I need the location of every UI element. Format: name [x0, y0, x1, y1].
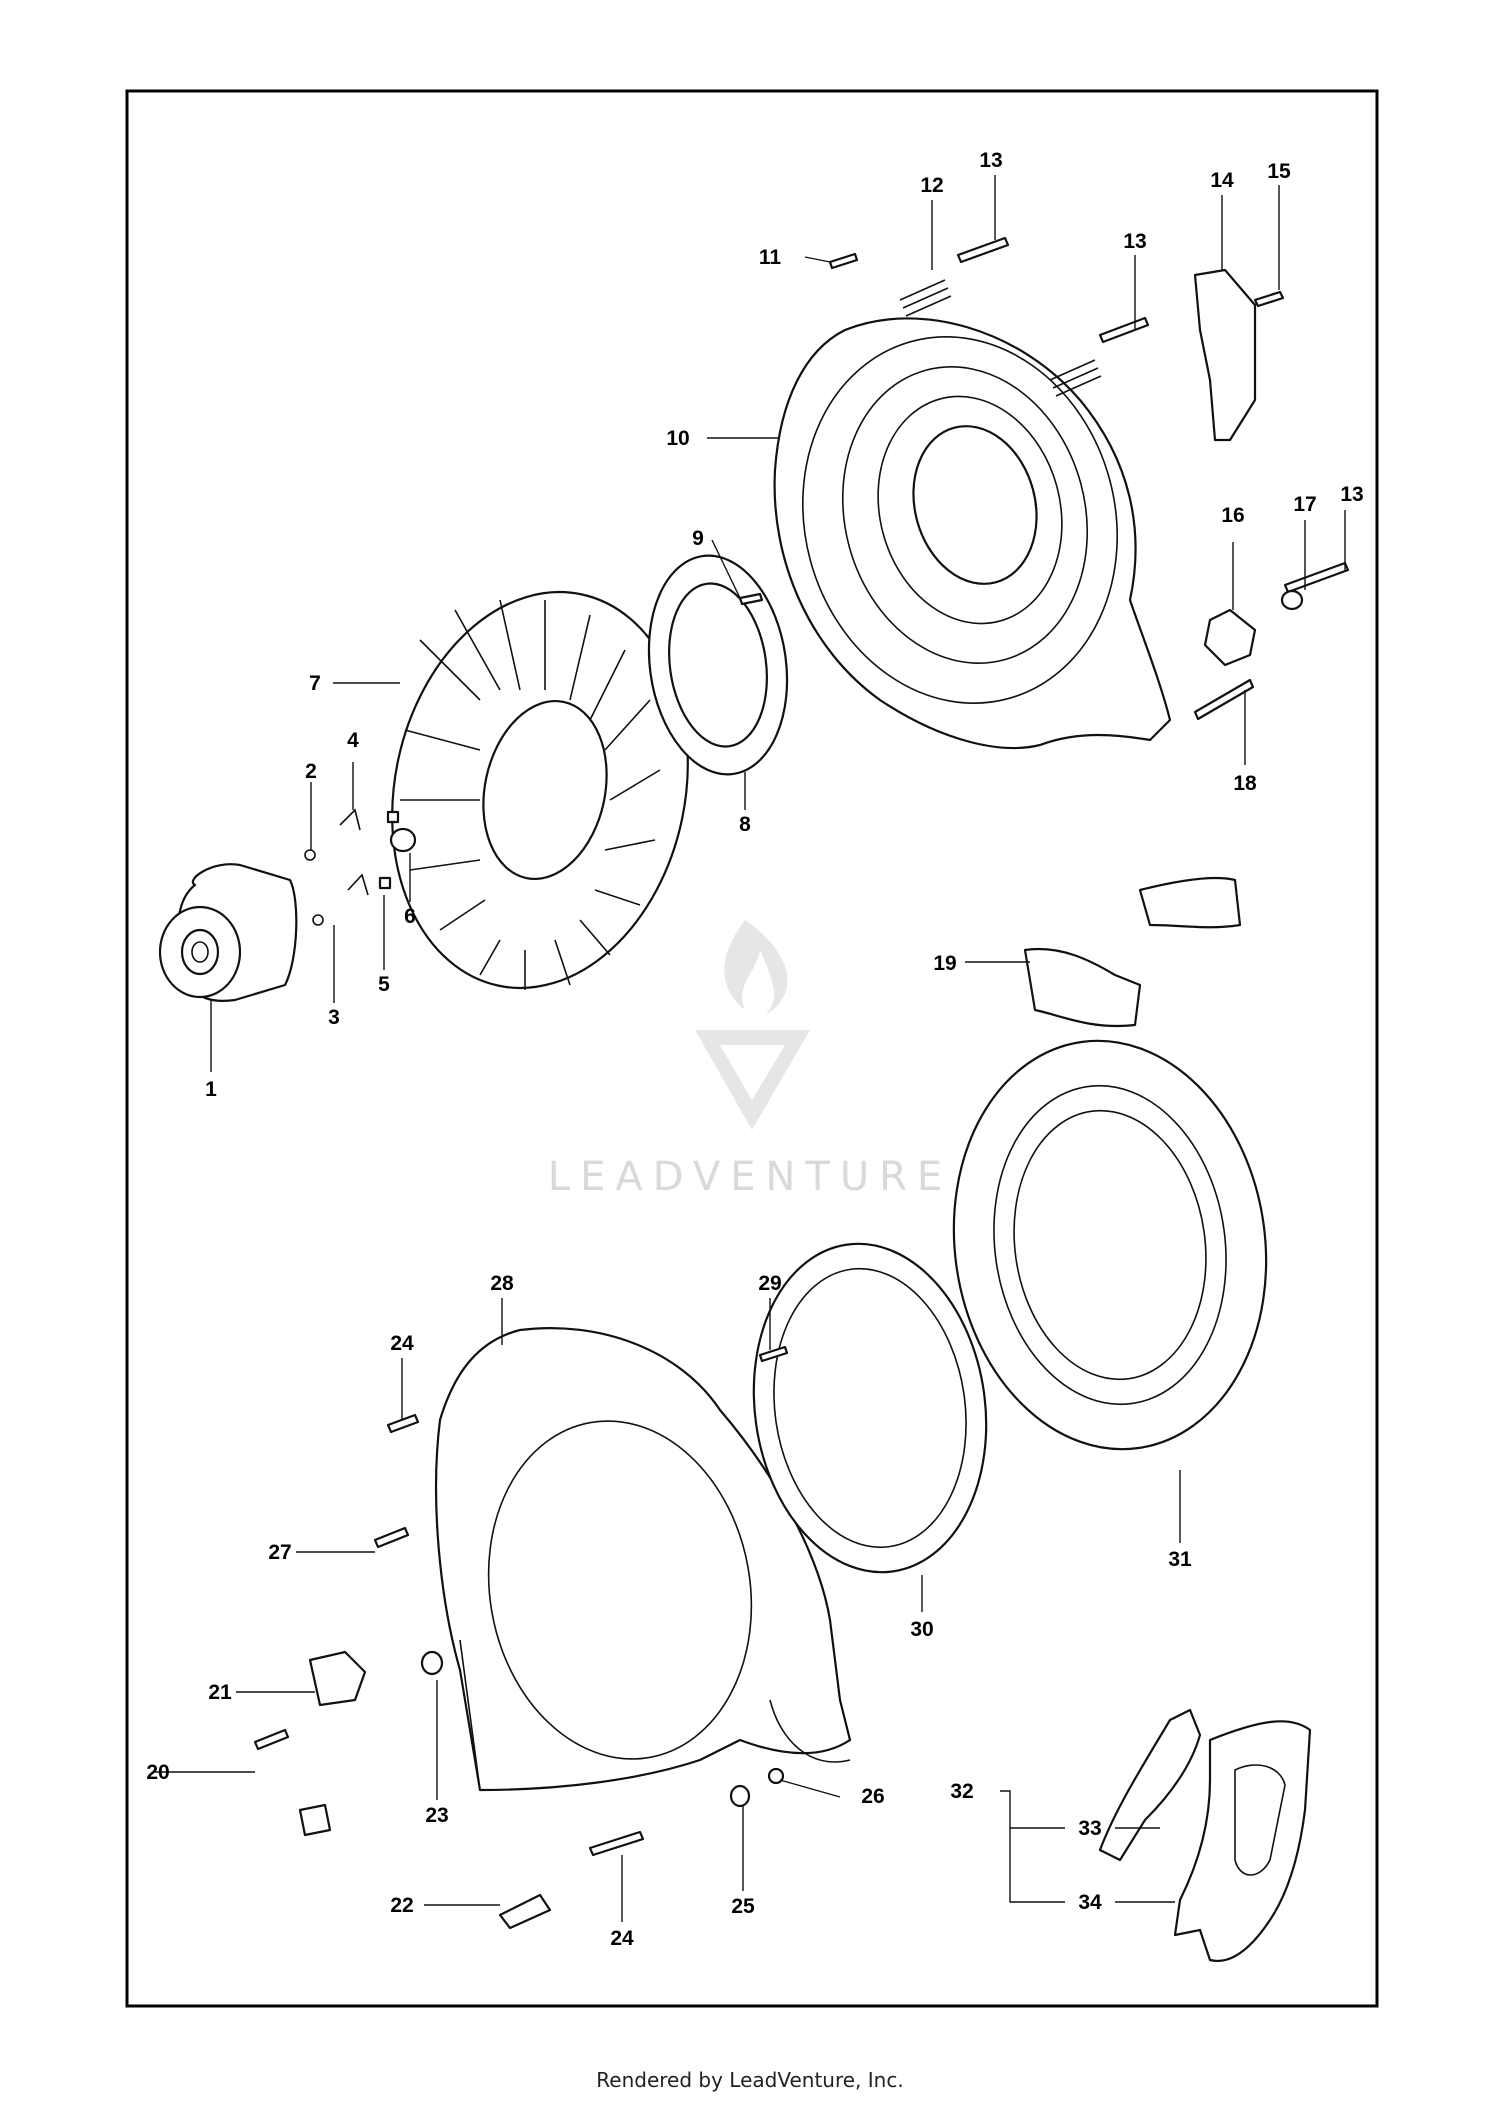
callout-32: 32 — [950, 1780, 973, 1803]
watermark-logo — [695, 920, 810, 1130]
callout-22: 22 — [390, 1894, 413, 1917]
callout-20: 20 — [146, 1761, 169, 1784]
part-28-blower-housing — [434, 1327, 852, 1792]
part-9-screw — [738, 592, 764, 606]
callout-27: 27 — [268, 1541, 291, 1564]
callout-13a: 13 — [979, 149, 1002, 172]
callout-7: 7 — [309, 672, 321, 695]
part-11-12-13-springs-screws — [828, 236, 1350, 594]
part-7-fan-impeller — [391, 590, 689, 990]
footer-credit: Rendered by LeadVenture, Inc. — [596, 2068, 904, 2092]
callout-23: 23 — [425, 1804, 448, 1827]
callout-30: 30 — [910, 1618, 933, 1641]
callout-9: 9 — [692, 527, 704, 550]
callout-34: 34 — [1078, 1891, 1102, 1914]
callout-26: 26 — [861, 1785, 884, 1808]
callout-31: 31 — [1168, 1548, 1192, 1571]
part-8-ring — [647, 554, 789, 776]
callout-18: 18 — [1233, 772, 1257, 795]
callout-4: 4 — [347, 729, 359, 752]
callout-13c: 13 — [1340, 483, 1363, 506]
callout-5: 5 — [378, 973, 390, 996]
callout-16: 16 — [1221, 504, 1244, 527]
part-1-hub — [158, 863, 298, 1002]
part-30-ring — [752, 1242, 988, 1574]
part-10-blower-cover — [773, 317, 1172, 750]
callout-1: 1 — [205, 1078, 217, 1101]
callout-21: 21 — [208, 1681, 232, 1704]
callout-3: 3 — [328, 1006, 340, 1029]
callout-2: 2 — [305, 760, 317, 783]
callout-17: 17 — [1293, 493, 1316, 516]
part-19-deflectors — [1023, 876, 1242, 1028]
part-14-15-trigger — [1193, 268, 1285, 442]
part-31-back-plate — [952, 1039, 1268, 1451]
callout-25: 25 — [731, 1895, 755, 1918]
callout-15: 15 — [1267, 160, 1291, 183]
leader-lines — [155, 175, 1346, 1922]
part-6-washer — [389, 827, 417, 853]
callout-28: 28 — [490, 1272, 514, 1295]
callout-12: 12 — [920, 174, 943, 197]
part-29-screw — [758, 1345, 789, 1363]
watermark-text: LEADVENTURE — [548, 1154, 952, 1200]
callout-10: 10 — [666, 427, 689, 450]
callout-13b: 13 — [1123, 230, 1146, 253]
lower-hardware — [253, 1413, 785, 1930]
callout-33: 33 — [1078, 1817, 1101, 1840]
diagram-frame — [125, 89, 1379, 2008]
callout-14: 14 — [1210, 169, 1234, 192]
part-32-guard-assembly — [1098, 1708, 1312, 1963]
callout-24b: 24 — [610, 1927, 634, 1950]
callout-19: 19 — [933, 952, 956, 975]
callout-11: 11 — [759, 246, 782, 269]
callout-24a: 24 — [390, 1332, 414, 1355]
part-2-3-4-5-clips — [304, 808, 400, 926]
callout-29: 29 — [758, 1272, 781, 1295]
callout-8: 8 — [739, 813, 751, 836]
part-16-17-18-hardware — [1193, 589, 1304, 721]
callout-numbers: 1 2 3 4 5 6 7 8 9 10 11 12 13 13 13 14 1… — [146, 149, 1363, 1950]
callout-6: 6 — [404, 905, 416, 928]
